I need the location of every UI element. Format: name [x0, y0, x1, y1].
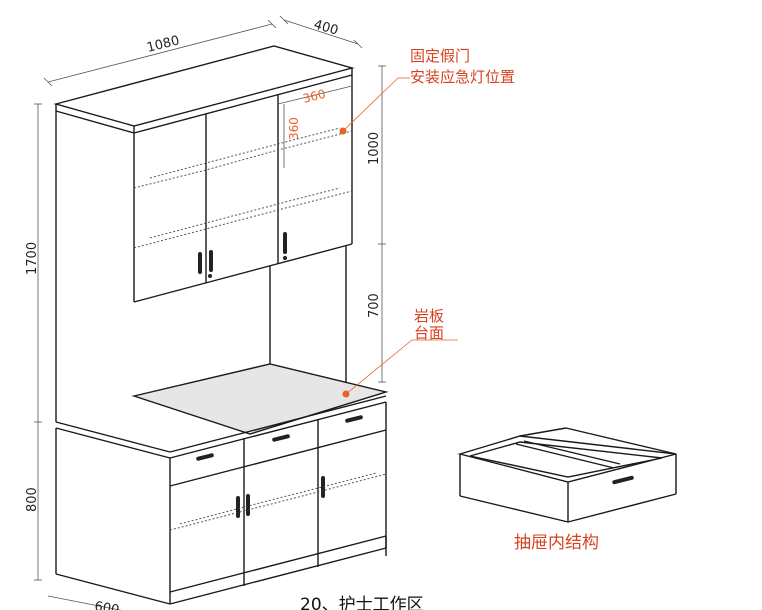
dim-depth-label: 400 — [312, 17, 340, 38]
dim-lower-label: 800 — [25, 487, 40, 512]
drawer-handle — [612, 475, 634, 485]
page-caption: 20、护士工作区 — [300, 595, 424, 610]
countertop — [55, 363, 389, 459]
door-handle[interactable] — [283, 232, 287, 254]
dimension-height-right: 1000 700 — [367, 65, 386, 383]
fake-door-note-line2: 安装应急灯位置 — [410, 68, 515, 86]
dimension-width-top: 1080 — [43, 19, 277, 87]
dim-height-label: 1700 — [25, 242, 40, 275]
lamp-height-label: 360 — [287, 117, 301, 140]
counter-note-line1: 岩板 — [414, 307, 444, 325]
drawer-handle[interactable] — [345, 415, 363, 423]
lower-cabinet — [55, 402, 387, 605]
fake-door-note-line1: 固定假门 — [410, 47, 470, 65]
drawer-detail — [457, 427, 677, 523]
upper-cabinet: 360 360 — [53, 45, 355, 422]
counter-note-line2: 台面 — [414, 324, 444, 342]
drawer-handle[interactable] — [196, 453, 214, 461]
dim-upper-label: 1000 — [367, 132, 382, 165]
dim-gap-label: 700 — [367, 293, 382, 318]
drawer-caption: 抽屉内结构 — [514, 533, 599, 553]
door-handle[interactable] — [198, 252, 202, 274]
dimension-height-left: 1700 800 — [25, 103, 42, 581]
door-handle[interactable] — [236, 496, 240, 518]
dimension-depth-top: 400 — [279, 15, 363, 49]
drawer-handle[interactable] — [272, 434, 290, 442]
door-handle[interactable] — [246, 494, 250, 516]
door-handle[interactable] — [321, 476, 325, 498]
door-handle[interactable] — [209, 250, 213, 272]
lamp-width-label: 360 — [301, 87, 327, 106]
dim-base-label: 600 — [93, 599, 120, 610]
open-niche — [269, 246, 347, 384]
dimension-depth-base: 600 — [47, 595, 122, 610]
